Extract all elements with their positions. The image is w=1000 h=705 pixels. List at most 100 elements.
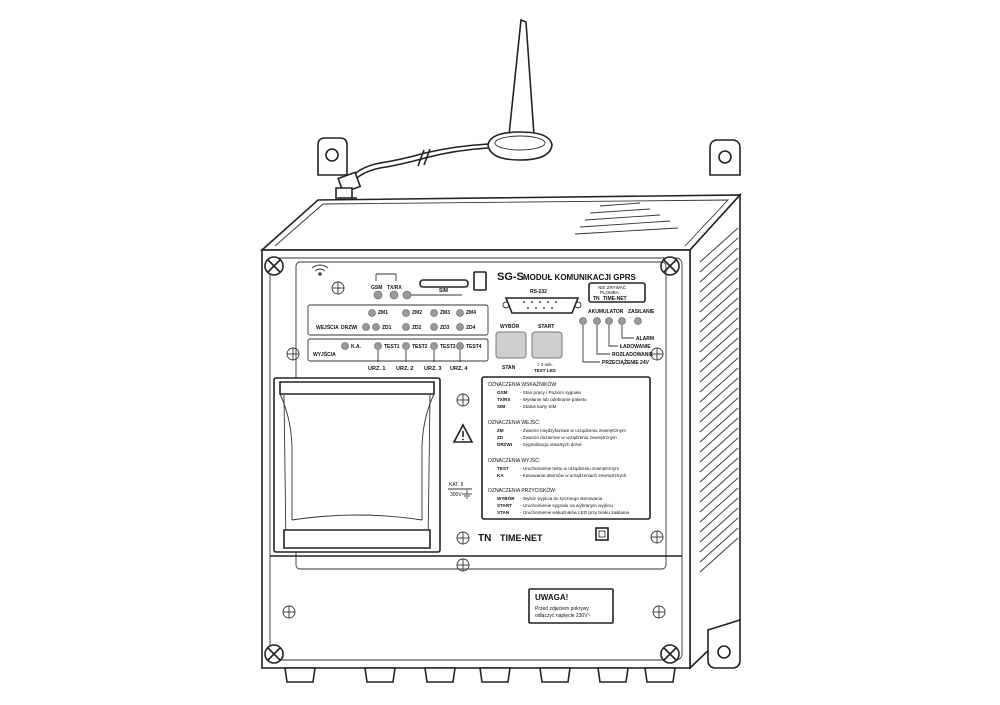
legend-key: SIM — [497, 404, 505, 409]
legend-desc: - Zwarcie doziemne w urządzeniu zewnętrz… — [520, 435, 617, 440]
zasilanie-led — [634, 317, 642, 325]
ka-led — [341, 342, 349, 350]
ground-icon: KAT. II 300V — [448, 482, 472, 499]
ka-label: K.A. — [351, 344, 362, 350]
brand-logo: TN TIME-NET — [478, 533, 543, 544]
inputs-box — [307, 304, 489, 336]
inputs-group: ZM1 ZM2 ZM3 ZM4 WEJŚCIA DRZWI ZD1 ZD2 ZD… — [316, 309, 476, 331]
gsm-label: GSM — [371, 285, 382, 291]
enclosure-side — [689, 192, 741, 670]
legend-key: DRZWI — [497, 442, 512, 447]
ground-line1: KAT. II — [449, 482, 463, 488]
mounting-ear-left — [317, 137, 348, 176]
mounting-ear-bottom-right — [707, 618, 741, 669]
legend-desc: - Sygnalizacja otwartych drzwi — [520, 442, 582, 447]
sim-label: SIM — [439, 288, 448, 294]
wybor-label: WYBÓR — [500, 322, 520, 330]
outputs-group: WYJŚCIA K.A. TEST1 TEST2 TEST3 TEST4 — [313, 342, 482, 362]
zm2-led — [402, 309, 410, 317]
zm3-label: ZM3 — [440, 310, 450, 316]
zd4-label: ZD4 — [466, 325, 476, 331]
start-note-1: > 3 sek. — [537, 362, 553, 367]
start-note-2: TEST LED — [534, 368, 557, 373]
screw-icon — [660, 644, 680, 664]
start-button[interactable] — [531, 331, 563, 359]
rozladowanie-label: ROZŁADOWANIE — [612, 352, 654, 358]
legend-desc: - Uruchomienie sygnału na wybranym wyjśc… — [520, 503, 613, 508]
sim-led — [402, 290, 412, 300]
outputs-box — [307, 338, 489, 362]
legend-desc: - Uruchomienie wskaźników LED przy braku… — [520, 510, 629, 515]
test2-label: TEST2 — [412, 344, 428, 350]
legend-key: ZM — [497, 428, 504, 433]
mounting-ear-right — [709, 139, 741, 176]
brand-name: TIME-NET — [500, 533, 543, 543]
rs232-connector — [502, 297, 582, 314]
legend-key: TEST — [497, 466, 509, 471]
txrx-led — [389, 290, 399, 300]
zd1-label: ZD1 — [382, 325, 392, 331]
legend-indicators-title: OZNACZENIA WSKAŹNIKÓW: — [488, 381, 557, 388]
device-2-label: URZ. 2 — [396, 366, 413, 372]
rozladowanie-led — [593, 317, 601, 325]
test3-label: TEST3 — [440, 344, 456, 350]
alarm-led — [618, 317, 626, 325]
cable-glands — [284, 667, 676, 683]
zd1-led — [372, 323, 380, 331]
legend-inputs-title: OZNACZENIA WEJŚĆ: — [488, 418, 540, 426]
legend-key: GSM — [497, 390, 508, 395]
zd3-led — [430, 323, 438, 331]
antenna — [487, 18, 553, 161]
alarm-label: ALARM — [636, 336, 654, 342]
legend-key: STAN — [497, 510, 510, 515]
zm1-label: ZM1 — [378, 310, 388, 316]
sim-slot — [419, 271, 487, 291]
zd2-label: ZD2 — [412, 325, 422, 331]
warning-triangle-icon — [452, 423, 474, 443]
stan-label: STAN — [502, 365, 516, 371]
gsm-led — [373, 290, 383, 300]
test3-led — [430, 342, 438, 350]
printer-cover — [273, 377, 441, 553]
legend-key: WYBÓR — [497, 494, 515, 501]
zm1-led — [368, 309, 376, 317]
enclosure-top — [259, 194, 742, 251]
power-led-group: AKUMULATOR ZASILANIE ALARM ŁADOWANIE ROZ… — [579, 309, 655, 366]
status-led-group: GSM TX/RX SIM — [371, 273, 462, 300]
legend-box — [481, 376, 651, 520]
legend-outputs-title: OZNACZENIA WYJŚĆ: — [488, 456, 540, 464]
front-inner-frame — [269, 257, 683, 661]
zm4-label: ZM4 — [466, 310, 476, 316]
inputs-label: WEJŚCIA — [316, 324, 339, 331]
seal-sticker: NIE ZRYWAĆ PLOMBA TIME-NET TN — [588, 282, 646, 303]
device-3-label: URZ. 3 — [424, 366, 441, 372]
legend-desc: - Status karty SIM — [520, 404, 557, 409]
akumulator-label: AKUMULATOR — [588, 309, 624, 315]
ladowanie-label: ŁADOWANIE — [620, 344, 651, 350]
ground-line2: 300V — [450, 492, 462, 498]
txrx-label: TX/RX — [387, 285, 402, 291]
warning-title: UWAGA! — [535, 593, 568, 602]
vent-slots — [574, 202, 679, 235]
wybor-button[interactable] — [495, 331, 527, 359]
antenna-cable — [351, 143, 489, 181]
legend-key: START — [497, 503, 512, 508]
brand-mark-icon: TN — [478, 533, 491, 544]
legend-desc: - Wysłanie lub odebranie pakietu — [520, 397, 587, 402]
panel-screw-icon — [282, 281, 666, 619]
warning-line1: Przed zdjęciem pokrywy — [535, 606, 589, 612]
device-labels: URZ. 1 URZ. 2 URZ. 3 URZ. 4 — [368, 366, 468, 372]
zasilanie-label: ZASILANIE — [628, 309, 655, 315]
warning-sticker: UWAGA! Przed zdjęciem pokrywy odłączyć n… — [528, 588, 614, 624]
test4-led — [456, 342, 464, 350]
rs232-label: RS-232 — [530, 289, 547, 295]
legend-desc: - Stan pracy / Poziom sygnału — [520, 390, 581, 395]
module-name: MODUŁ KOMUNIKACJI GPRS — [523, 273, 637, 282]
device-4-label: URZ. 4 — [450, 366, 468, 372]
legend-desc: - Uruchomienie testu w urządzeniu zewnęt… — [520, 466, 619, 471]
seal-line1: NIE ZRYWAĆ — [598, 284, 627, 290]
legend-buttons-title: OZNACZENIA PRZYCISKÓW: — [488, 487, 556, 494]
start-label: START — [538, 324, 554, 330]
